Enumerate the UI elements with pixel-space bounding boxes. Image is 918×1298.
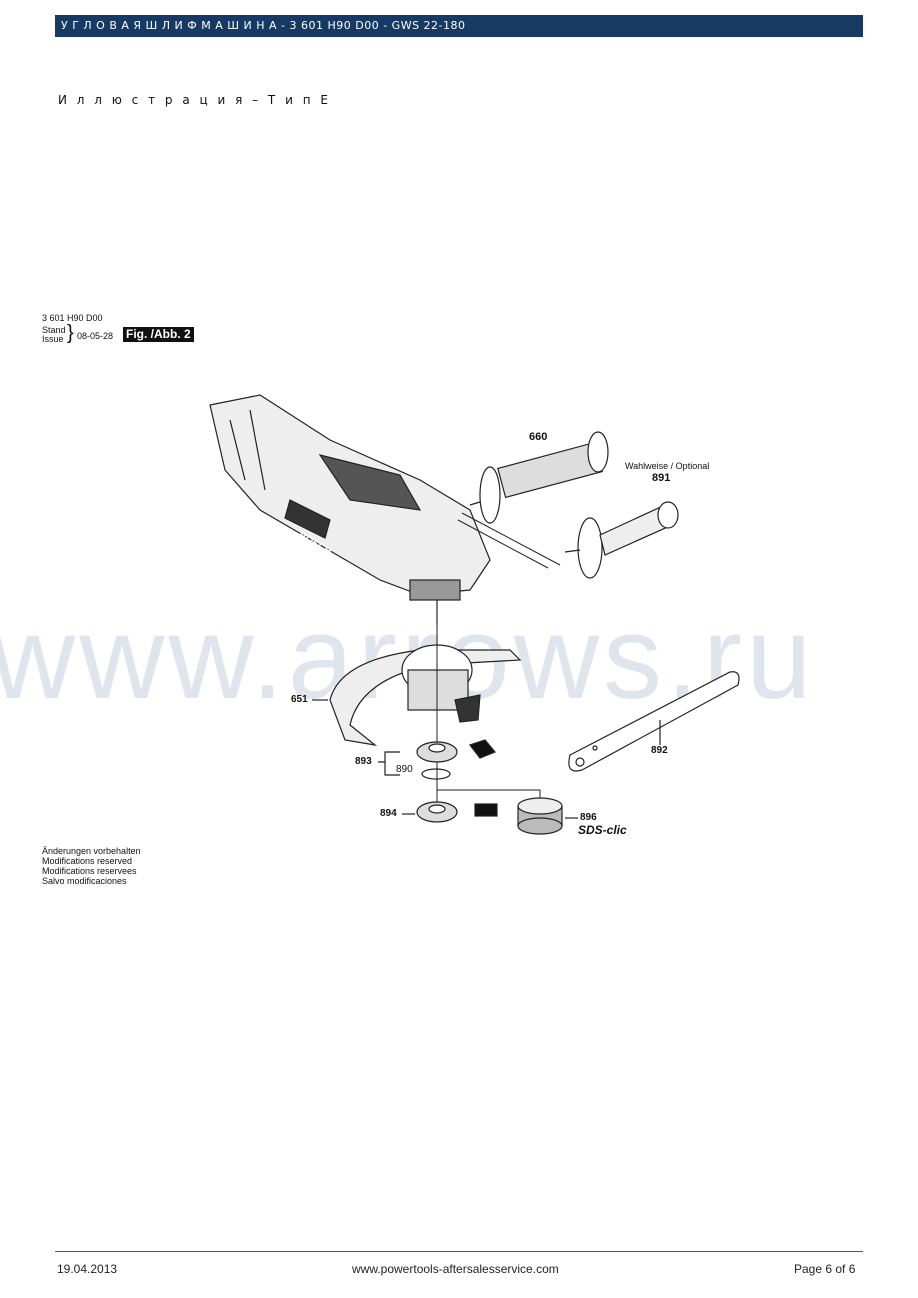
handle-891 [564,501,679,579]
part-892: 892 [651,745,668,756]
issue-label: Issue [42,334,64,344]
part-651: 651 [291,694,308,705]
handle-660 [469,431,609,524]
issue-date: 08-05-28 [77,331,114,341]
footer-page: Page 6 of 6 [794,1262,856,1276]
mod-fr: Modifications reservees [42,866,137,876]
stand-label: Stand [42,325,66,335]
fig-label: Fig. /Abb. 2 [123,327,194,342]
part-893: 893 [355,756,372,767]
optional-label: Wahlweise / Optional [625,461,710,471]
mod-es: Salvo modificaciones [42,876,127,886]
part-660: 660 [529,431,548,443]
footer-url[interactable]: www.powertools-aftersalesservice.com [352,1262,559,1276]
mod-de: Änderungen vorbehalten [42,846,141,856]
wrench-892 [568,671,740,772]
part-891: 891 [652,472,671,484]
stand-issue: Stand Issue [42,326,66,344]
mod-en: Modifications reserved [42,856,133,866]
footer-date: 19.04.2013 [57,1262,118,1276]
part-890: 890 [396,764,413,775]
nut-896 [517,797,578,835]
sds-clic-label: SDS-clic [578,823,627,837]
guard-651 [329,644,522,746]
part-number: 3 601 H90 D00 [42,313,103,323]
flange-893 [378,739,496,780]
part-896: 896 [580,812,597,823]
modifications-note: Änderungen vorbehalten Modifications res… [42,846,141,886]
flange-894 [402,801,498,823]
subtitle: И л л ю с т р а ц и я – Т и п E [58,93,331,107]
footer-divider [55,1251,863,1252]
part-894: 894 [380,808,397,819]
grinder-body [209,394,491,625]
header-title: У Г Л О В А Я Ш Л И Ф М А Ш И Н А - 3 60… [55,15,863,37]
brace: } [67,322,74,344]
